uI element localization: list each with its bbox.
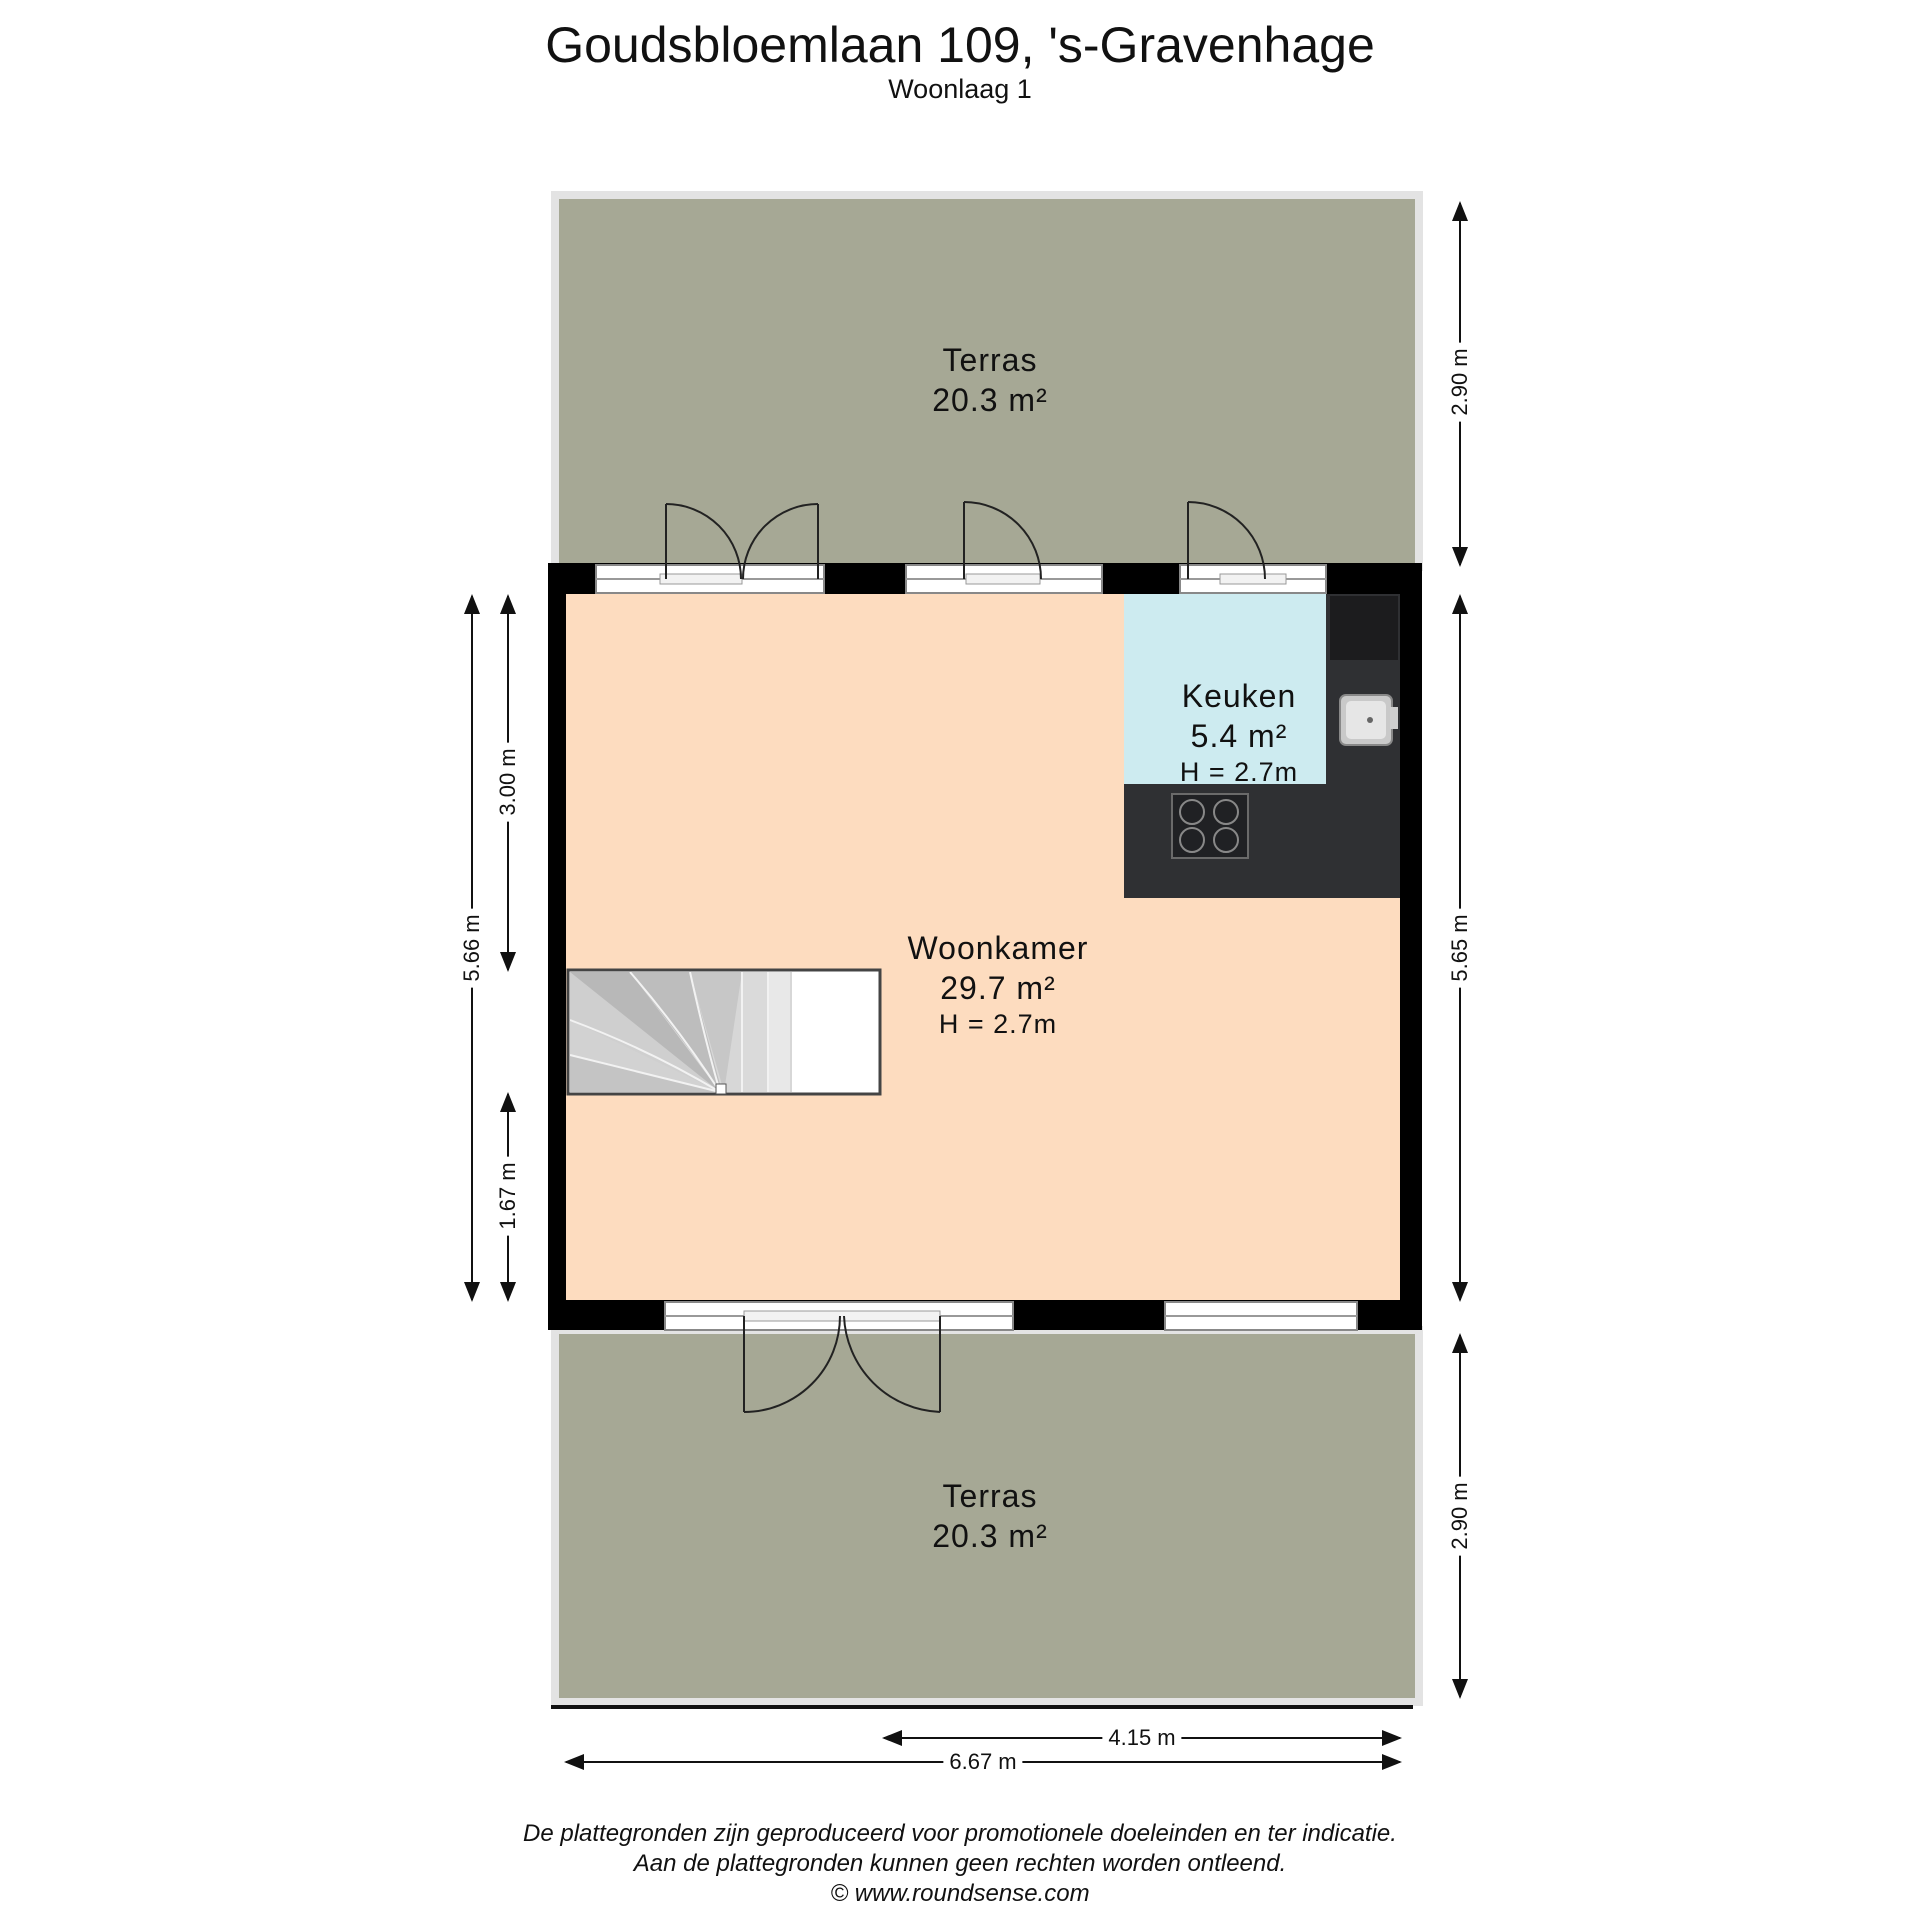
room-name: Terras (942, 342, 1038, 378)
room-label-terras-bottom: Terras 20.3 m² (840, 1476, 1140, 1556)
window-top-1 (595, 564, 825, 594)
page-title: Goudsbloemlaan 109, 's-Gravenhage (545, 17, 1375, 73)
room-height: H = 2.7m (1179, 757, 1299, 787)
window-top-3 (1179, 564, 1327, 594)
staircase (566, 968, 882, 1096)
door-swing-bottom-double (743, 1315, 941, 1413)
door-swing-top-double (665, 503, 819, 580)
dim-label-right-bottom: 2.90 m (1447, 1476, 1473, 1556)
dim-label-left-inner-top: 3.00 m (495, 742, 521, 822)
window-top-2 (905, 564, 1103, 594)
terrace-bottom (551, 1326, 1423, 1706)
floor-level-label: Woonlaag 1 (888, 74, 1032, 104)
copyright-line: © www.roundsense.com (830, 1880, 1090, 1907)
dim-label-right-middle: 5.65 m (1447, 908, 1473, 988)
fridge (1330, 596, 1398, 660)
room-height: H = 2.7m (938, 1009, 1058, 1039)
room-area: 20.3 m² (932, 1518, 1048, 1554)
kitchen-counter-main (1124, 784, 1400, 898)
keuken-floor (1124, 594, 1326, 784)
disclaimer-line-1: De plattegronden zijn geproduceerd voor … (523, 1820, 1397, 1847)
dim-label-left-inner-bottom: 1.67 m (495, 1156, 521, 1236)
room-name: Woonkamer (907, 930, 1089, 966)
cooktop-icon (1171, 793, 1249, 859)
sink-icon (1339, 694, 1398, 746)
dim-label-right-top: 2.90 m (1447, 342, 1473, 422)
room-area: 29.7 m² (940, 970, 1056, 1006)
dim-label-left-outer: 5.66 m (459, 908, 485, 988)
room-name: Keuken (1181, 678, 1297, 714)
room-label-terras-top: Terras 20.3 m² (840, 340, 1140, 420)
room-area: 5.4 m² (1190, 718, 1288, 754)
room-label-woonkamer: Woonkamer 29.7 m² H = 2.7m (848, 928, 1148, 1040)
door-swing-top-middle (963, 501, 1042, 580)
dim-label-bottom-long: 6.67 m (943, 1749, 1023, 1775)
disclaimer-line-2: Aan de plattegronden kunnen geen rechten… (633, 1850, 1287, 1877)
room-name: Terras (942, 1478, 1038, 1514)
dim-label-bottom-short: 4.15 m (1102, 1725, 1182, 1751)
door-swing-top-right (1187, 501, 1266, 580)
room-label-keuken: Keuken 5.4 m² H = 2.7m (1124, 676, 1354, 788)
room-area: 20.3 m² (932, 382, 1048, 418)
window-bottom-2 (1164, 1301, 1358, 1331)
